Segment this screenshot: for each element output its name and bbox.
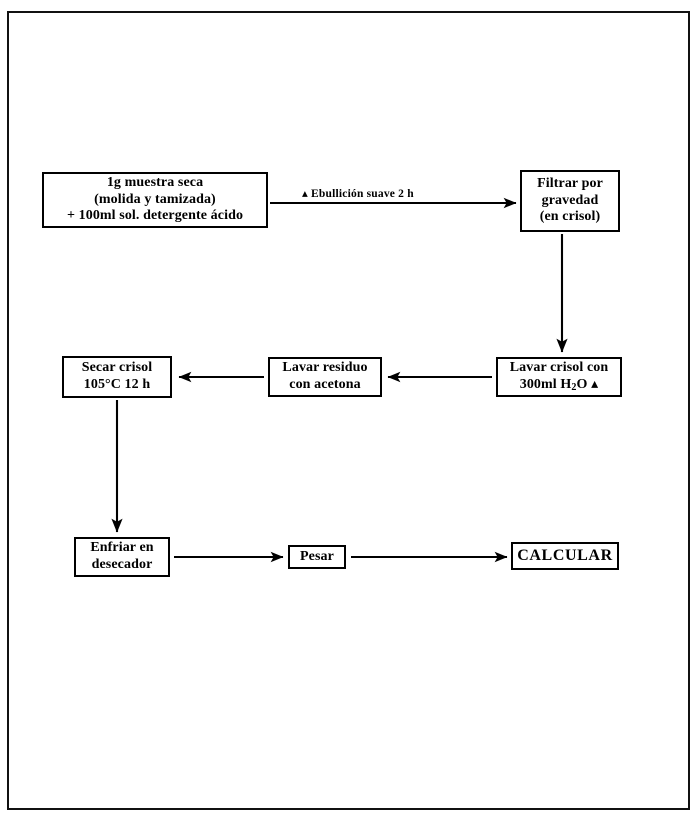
water-subscript: 2 [571, 381, 577, 393]
wash-crucible-box[interactable]: Lavar crisol con 300ml H2O ▴ [496, 357, 622, 397]
filter-line-1: Filtrar por [537, 176, 603, 192]
edge-label-boiling: ▴ Ebullición suave 2 h [302, 188, 414, 200]
wash-residue-line-2: con acetona [289, 377, 361, 392]
cool-line-1: Enfriar en [90, 540, 154, 556]
sample-line-2: (molida y tamizada) [94, 191, 216, 207]
filter-box[interactable]: Filtrar por gravedad (en crisol) [520, 170, 620, 232]
filter-line-3: (en crisol) [539, 209, 601, 225]
sample-line-1: 1g muestra seca [106, 175, 204, 191]
weigh-box[interactable]: Pesar [288, 545, 346, 569]
sample-preparation-box[interactable]: 1g muestra seca (molida y tamizada) + 10… [42, 172, 268, 228]
filter-line-2: gravedad [541, 192, 599, 208]
dry-line-2: 105°C 12 h [83, 377, 151, 392]
wash-crucible-line-1: Lavar crisol con [509, 360, 609, 376]
dry-line-1: Secar crisol [81, 360, 153, 376]
wash-crucible-line-2: 300ml H2O ▴ [519, 376, 599, 393]
dry-crucible-box[interactable]: Secar crisol 105°C 12 h [62, 356, 172, 398]
cool-line-2: desecador [91, 557, 153, 572]
wash-residue-box[interactable]: Lavar residuo con acetona [268, 357, 382, 397]
calculate-label: CALCULAR [517, 546, 613, 564]
cool-desiccator-box[interactable]: Enfriar en desecador [74, 537, 170, 577]
wash-residue-line-1: Lavar residuo [282, 360, 368, 376]
weigh-label: Pesar [300, 548, 334, 564]
page-border-frame [7, 11, 690, 810]
calculate-box[interactable]: CALCULAR [511, 542, 619, 570]
sample-line-3: + 100ml sol. detergente ácido [66, 208, 244, 224]
